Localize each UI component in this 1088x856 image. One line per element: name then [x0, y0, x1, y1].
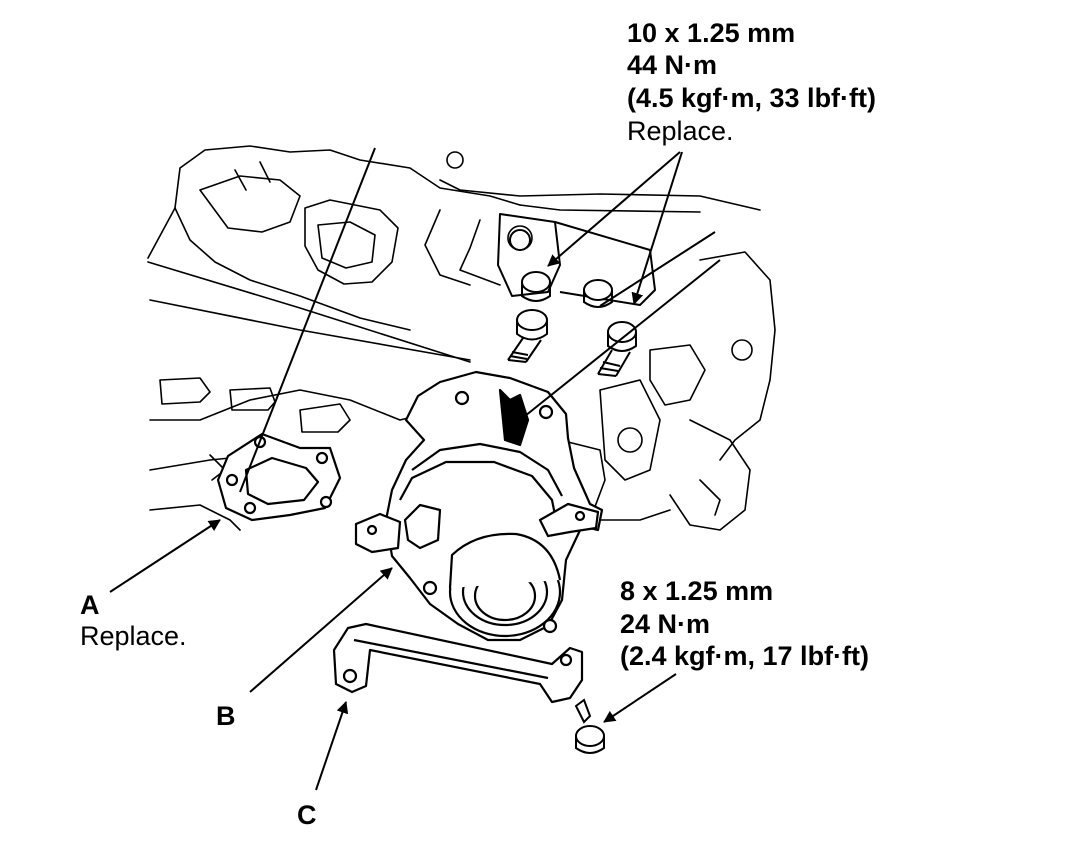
upper-bolt-replace-note: Replace. — [627, 116, 734, 146]
upper-bolt-torque-nm: 44 N·m — [627, 50, 718, 80]
callout-a-replace-note: Replace. — [80, 621, 187, 651]
catalytic-converter-b — [354, 370, 604, 642]
upper-bolt-size: 10 x 1.25 mm — [627, 18, 796, 48]
gasket-a — [216, 432, 342, 522]
support-bracket-c — [332, 622, 584, 704]
upper-bolt-1 — [507, 271, 551, 363]
upper-bolt-torque-alt: (4.5 kgf·m, 33 lbf·ft) — [627, 83, 877, 113]
mounting-bracket — [497, 213, 656, 306]
callout-c-letter: C — [297, 800, 317, 830]
callout-b-letter: B — [216, 701, 236, 731]
lower-bolt-torque-nm: 24 N·m — [620, 609, 711, 639]
lower-bolt-size: 8 x 1.25 mm — [620, 576, 774, 606]
leader-lines — [109, 147, 721, 791]
lower-bolt — [574, 698, 605, 754]
engine-block-outline — [147, 145, 776, 541]
lower-bolt-torque-alt: (2.4 kgf·m, 17 lbf·ft) — [620, 641, 870, 671]
upper-bolt-2 — [583, 279, 637, 377]
callout-a-letter: A — [80, 590, 100, 620]
